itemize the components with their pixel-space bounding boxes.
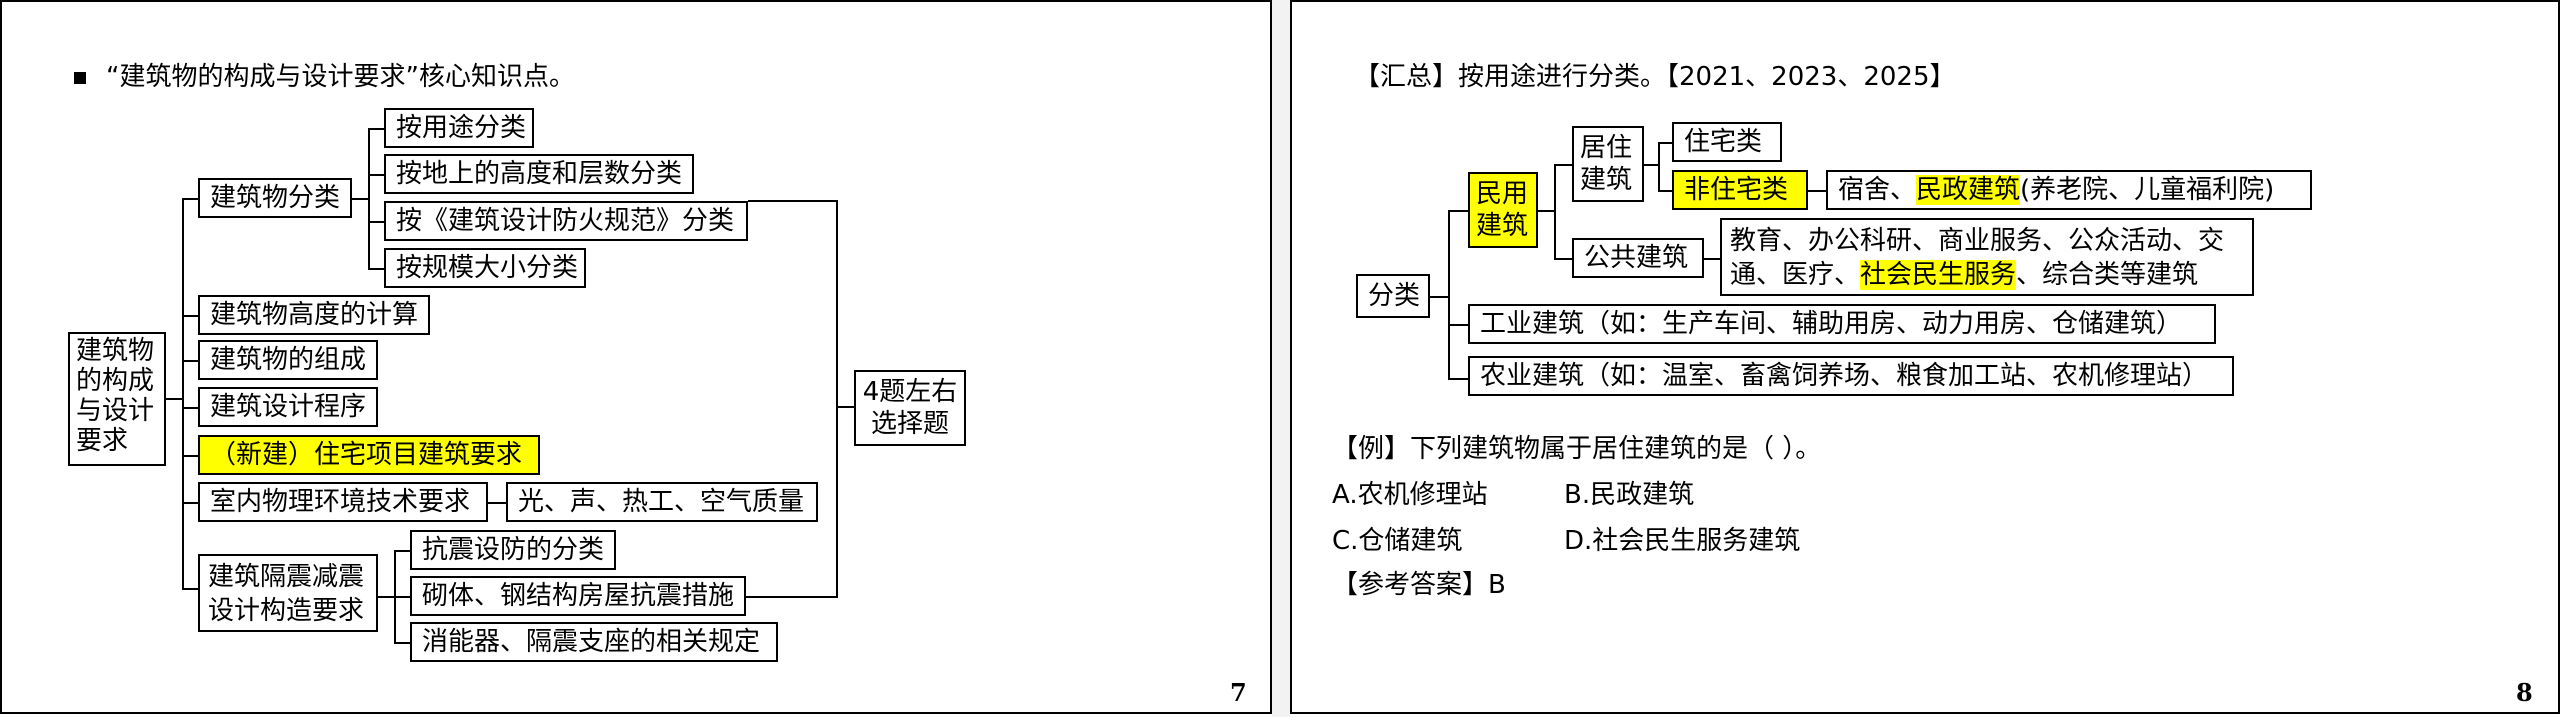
branch-classification: 建筑物分类 [198,178,352,218]
non-housing-type-highlight: 非住宅类 [1672,170,1808,210]
connector [1704,258,1720,260]
civil-building-label: 民用建筑 [1476,179,1529,241]
agricultural-building: 农业建筑（如：温室、畜禽饲养场、粮食加工站、农机修理站） [1468,356,2234,396]
left-heading: “建筑物的构成与设计要求”核心知识点。 [106,62,575,92]
classification-item-3: 按规模大小分类 [384,248,586,288]
connector [488,502,506,504]
connector [1538,210,1556,212]
branch-indoor-env: 室内物理环境技术要求 [198,482,488,522]
root-node-label: 建筑物的构成与设计要求 [76,336,155,456]
public-detail-b: 、综合类等建筑 [2016,260,2199,290]
non-housing-detail-highlight: 民政建筑 [1916,175,2021,205]
connector [1658,142,1672,144]
civil-building-highlight: 民用建筑 [1468,172,1538,248]
non-housing-detail: 宿舍、民政建筑(养老院、儿童福利院) [1826,170,2312,210]
connector [1448,210,1450,380]
connector [1554,258,1572,260]
option-a: A.农机修理站 [1332,480,1488,510]
exam-note: 4题左右选择题 [854,370,966,446]
classification-item-1: 按地上的高度和层数分类 [384,154,694,194]
branch-composition: 建筑物的组成 [198,340,378,380]
classification-item-2: 按《建筑设计防火规范》分类 [384,201,748,241]
public-building-detail: 教育、办公科研、商业服务、公众活动、交通、医疗、社会民生服务、综合类等建筑 [1720,218,2254,296]
example-question: 【例】下列建筑物属于居住建筑的是（ ）。 [1332,434,1822,464]
residential-building-label: 居住建筑 [1580,133,1633,195]
connector [836,200,838,598]
connector [368,221,384,223]
public-detail-a: 教育、办公科研、商业服务、公众活动、交通、医疗、 [1730,226,2225,290]
seismic-item-1: 砌体、钢结构房屋抗震措施 [410,576,746,616]
connector [1808,190,1826,192]
page-number: 8 [2516,678,2533,707]
branch-seismic: 建筑隔震减震设计构造要求 [198,554,378,632]
connector [368,268,384,270]
connector [182,315,198,317]
connector [166,398,182,400]
root-node: 建筑物的构成与设计要求 [68,332,166,466]
option-c: C.仓储建筑 [1332,526,1463,556]
connector [182,198,184,588]
branch-design-procedure: 建筑设计程序 [198,387,378,427]
classification-item-0: 按用途分类 [384,108,534,148]
connector [1658,190,1672,192]
branch-seismic-label: 建筑隔震减震设计构造要求 [208,562,365,626]
reference-answer: 【参考答案】B [1332,570,1506,600]
connector [746,596,836,598]
connector [182,502,198,504]
industrial-building: 工业建筑（如：生产车间、辅助用房、动力用房、仓储建筑） [1468,304,2216,344]
indoor-env-detail: 光、声、热工、空气质量 [506,482,818,522]
non-housing-detail-b: (养老院、儿童福利院) [2020,175,2275,205]
connector [182,198,198,200]
page-number: 7 [1230,678,1247,707]
slide-7: “建筑物的构成与设计要求”核心知识点。 建筑物的构成与设计要求 建筑物分类 建筑… [0,0,1272,714]
seismic-item-2: 消能器、隔震支座的相关规定 [410,622,778,662]
connector [368,128,370,268]
connector [182,407,198,409]
connector [378,596,394,598]
connector [1448,324,1468,326]
housing-type: 住宅类 [1672,122,1782,162]
connector [1644,164,1660,166]
exam-note-label: 4题左右选择题 [862,377,958,439]
connector [352,198,368,200]
connector [836,406,854,408]
connector [368,174,384,176]
right-heading: 【汇总】按用途进行分类。【2021、2023、2025】 [1354,62,1956,92]
connector [1554,164,1572,166]
residential-building: 居住建筑 [1572,126,1644,202]
connector [394,550,410,552]
connector [182,455,198,457]
root-classify: 分类 [1356,274,1430,318]
bullet-square-icon [74,72,86,84]
seismic-item-0: 抗震设防的分类 [410,530,616,570]
connector [1448,378,1468,380]
connector [394,642,410,644]
connector [182,360,198,362]
public-detail-highlight: 社会民生服务 [1860,260,2017,290]
connector [1554,164,1556,260]
branch-residential-highlight: （新建）住宅项目建筑要求 [198,435,540,475]
slide-gap [1272,0,1290,717]
connector [368,128,384,130]
connector [394,596,410,598]
connector [1448,210,1468,212]
non-housing-detail-a: 宿舍、 [1838,175,1917,205]
slide-8: 【汇总】按用途进行分类。【2021、2023、2025】 分类 民用建筑 居住建… [1290,0,2560,714]
option-d: D.社会民生服务建筑 [1564,526,1801,556]
option-b: B.民政建筑 [1564,480,1695,510]
connector [1430,296,1450,298]
connector [1658,142,1660,192]
branch-height-calc: 建筑物高度的计算 [198,295,430,335]
connector [182,588,198,590]
connector [748,200,836,202]
public-building: 公共建筑 [1572,238,1704,278]
